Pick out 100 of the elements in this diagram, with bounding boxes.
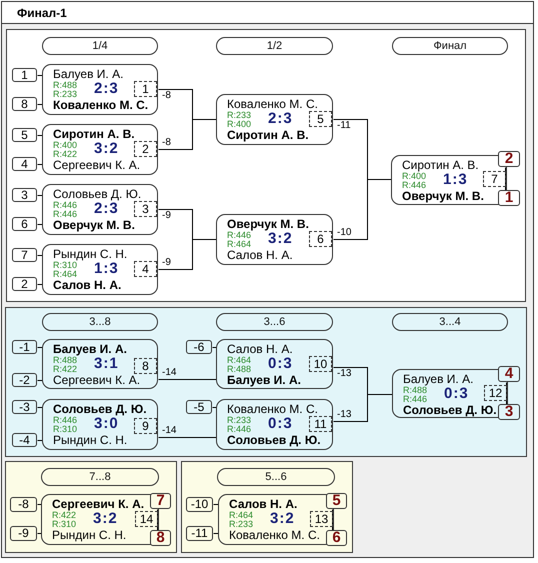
- seed-box: -4: [12, 433, 37, 447]
- player-name: Сиротин А. В.: [402, 159, 479, 172]
- place-box: 8: [150, 530, 171, 546]
- round-header: 3...4: [392, 313, 508, 331]
- bracket-line: [158, 239, 217, 270]
- edge-label: -14: [162, 426, 176, 436]
- rating: R:446: [227, 231, 252, 240]
- bracket-panel: [6, 29, 526, 302]
- player-name: Соловьев Д. Ю.: [227, 434, 321, 447]
- seed-box: -8: [10, 497, 37, 512]
- match-card: [216, 214, 333, 265]
- edge-label: -10: [337, 228, 352, 238]
- edge-label: -8: [162, 138, 171, 148]
- match-card: [216, 399, 333, 450]
- seed-box: -2: [12, 373, 37, 387]
- match-number-box: 6: [309, 231, 332, 247]
- rating: R:446: [53, 416, 78, 425]
- place-box: 6: [326, 530, 347, 546]
- rating: R:488: [403, 386, 428, 395]
- edge-label: -9: [162, 258, 171, 268]
- player-name: Салов Н. А.: [229, 498, 298, 511]
- rating: R:464: [227, 356, 252, 365]
- bracket-panel: [181, 461, 353, 553]
- score: 3:2: [268, 231, 293, 247]
- rating: R:446: [53, 201, 78, 210]
- player-name: Балуев И. А.: [53, 68, 124, 81]
- seed-box: -9: [10, 526, 37, 541]
- place-box: 3: [498, 404, 520, 420]
- rating: R:233: [227, 416, 252, 425]
- edge-label: -13: [337, 410, 352, 420]
- score: 2:3: [268, 111, 293, 127]
- match-number-box: 2: [134, 141, 157, 157]
- place-box: 7: [150, 493, 171, 509]
- score: 0:3: [444, 386, 469, 402]
- connector-line: [37, 104, 43, 105]
- player-name: Соловьев Д. Ю.: [53, 188, 142, 201]
- place-box: 4: [498, 366, 520, 382]
- seed-box: -3: [12, 400, 37, 414]
- match-card: [216, 94, 333, 145]
- match-number-box: 8: [134, 358, 157, 374]
- place-box: 1: [498, 190, 520, 206]
- player-name: Оверчук М. В.: [402, 190, 484, 203]
- player-name: Салов Н. А.: [227, 249, 293, 262]
- player-name: Оверчук М. В.: [53, 219, 135, 232]
- place-box: 2: [498, 151, 520, 167]
- score: 2:3: [94, 81, 119, 97]
- player-name: Салов Н. А.: [227, 343, 293, 356]
- match-number-box: 11: [309, 416, 332, 432]
- match-card: [42, 399, 158, 450]
- rating: R:488: [53, 81, 78, 90]
- rating: R:233: [229, 520, 254, 529]
- match-number-box: 13: [310, 511, 333, 527]
- rating: R:422: [53, 150, 78, 159]
- edge-label: -8: [162, 91, 171, 101]
- connector-line: [158, 379, 217, 380]
- bracket-panel: [5, 461, 177, 553]
- seed-box: 1: [12, 68, 37, 82]
- title: Финал-1: [17, 6, 67, 20]
- connector-line: [37, 504, 42, 505]
- edge-label: -14: [162, 368, 176, 378]
- rating: R:446: [402, 181, 426, 190]
- seed-box: 7: [12, 248, 37, 262]
- score: 0:3: [268, 356, 293, 372]
- connector-line: [212, 347, 217, 348]
- round-header: 1/4: [42, 37, 158, 55]
- score: 2:3: [94, 201, 119, 217]
- player-name: Сергеевич К. А.: [53, 159, 140, 172]
- player-name: Соловьев Д. Ю.: [403, 404, 497, 417]
- round-header: 3...8: [42, 313, 158, 331]
- connector-line: [213, 504, 219, 505]
- rating: R:422: [52, 511, 76, 520]
- connector-line: [212, 407, 217, 408]
- score: 1:3: [94, 261, 119, 277]
- seed-box: 3: [12, 188, 37, 202]
- player-name: Рындин С. Н.: [52, 529, 126, 542]
- match-number-box: 4: [134, 261, 157, 277]
- rating: R:233: [227, 111, 252, 120]
- connector-line: [37, 533, 42, 534]
- match-number-box: 12: [484, 385, 507, 401]
- rating: R:310: [52, 520, 76, 529]
- connector-line: [37, 195, 43, 196]
- connector-line: [37, 135, 43, 136]
- player-name: Сергеевич К. А.: [52, 498, 144, 511]
- rating: R:446: [403, 395, 428, 404]
- connector-line: [37, 75, 43, 76]
- seed-box: 2: [12, 277, 37, 291]
- rating: R:446: [53, 210, 78, 219]
- player-name: Балуев И. А.: [403, 373, 474, 386]
- score: 3:0: [94, 416, 119, 432]
- edge-label: -9: [162, 211, 171, 221]
- match-number-box: 1: [134, 81, 157, 97]
- player-name: Салов Н. А.: [53, 279, 122, 292]
- match-card: [42, 244, 158, 295]
- seed-box: 8: [12, 97, 37, 111]
- player-name: Рындин С. Н.: [53, 248, 128, 261]
- rating: R:310: [53, 425, 78, 434]
- rating: R:446: [227, 425, 252, 434]
- connector-line: [158, 437, 217, 438]
- rating: R:488: [53, 356, 78, 365]
- score: 3:2: [94, 141, 119, 157]
